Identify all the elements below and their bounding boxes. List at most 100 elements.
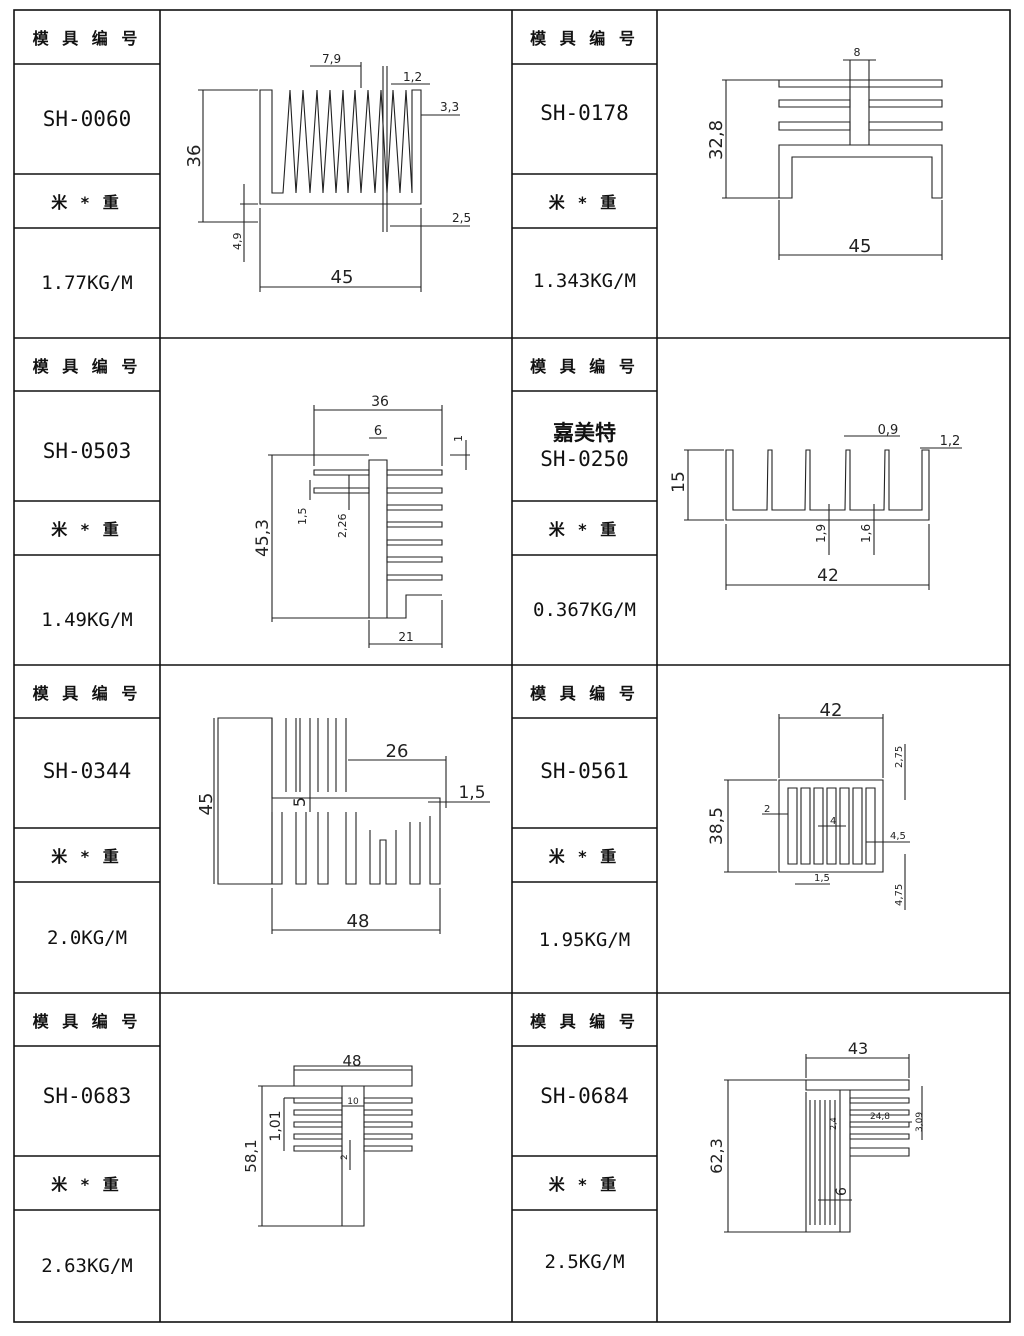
dim-width: 42 xyxy=(820,700,843,721)
dim-fin-gap: 4,5 xyxy=(890,831,906,842)
drawing-sh-0250 xyxy=(684,435,962,590)
product-code: SH-0344 xyxy=(42,758,132,783)
dim-stem: 6 xyxy=(834,1187,850,1196)
dimension-text: 43 62,3 24,8 3,09 2,4 6 xyxy=(707,1039,925,1196)
product-weight: 1.77KG/M xyxy=(41,272,133,294)
dim-fin-thick: 0,9 xyxy=(878,423,899,438)
dim-base-a: 1,9 xyxy=(814,524,828,543)
dim-height: 62,3 xyxy=(707,1138,726,1174)
weight-label: 米 * 重 xyxy=(548,520,621,539)
dim-inner: 26 xyxy=(386,741,409,762)
dim-height: 15 xyxy=(669,471,689,493)
dim-side-gap: 3,3 xyxy=(440,100,459,114)
mold-no-label: 模 具 编 号 xyxy=(32,29,142,48)
dim-width: 48 xyxy=(342,1052,361,1070)
dim-pitch: 1,01 xyxy=(268,1110,284,1141)
product-weight: 2.0KG/M xyxy=(46,926,128,949)
weight-label: 米 * 重 xyxy=(51,193,123,212)
dim-bottom: 4,75 xyxy=(894,884,905,906)
mold-no-label: 模 具 编 号 xyxy=(530,29,639,48)
weight-label: 米 * 重 xyxy=(51,520,123,539)
dim-slot: 4 xyxy=(830,816,836,827)
mold-no-label: 模 具 编 号 xyxy=(530,356,639,376)
brand-name: 嘉美特 xyxy=(552,420,616,445)
dim-top: 2,75 xyxy=(894,746,905,768)
dim-edge: 1,2 xyxy=(940,434,961,449)
product-weight: 2.5KG/M xyxy=(544,1251,625,1273)
dim-pitch: 2,26 xyxy=(336,514,349,539)
weight-label: 米 * 重 xyxy=(548,193,621,212)
weight-label: 米 * 重 xyxy=(51,1175,123,1194)
mold-no-label: 模 具 编 号 xyxy=(32,1011,142,1031)
dim-height: 36 xyxy=(184,145,205,168)
dim-width: 45 xyxy=(331,267,354,288)
dimension-text: 42 2,75 38,5 2 4 4,5 1,5 4,75 xyxy=(707,700,906,906)
dim-inner: 24,8 xyxy=(870,1112,890,1122)
dimension-text: 8 32,8 45 xyxy=(706,46,871,257)
drawing-sh-0060 xyxy=(198,62,470,292)
dim-pitch: 2,4 xyxy=(829,1117,838,1130)
dimension-text: 0,9 1,2 15 1,9 1,6 42 xyxy=(669,423,960,586)
drawing-sh-0178 xyxy=(722,59,943,260)
product-weight: 1.95KG/M xyxy=(538,928,631,951)
dim-width: 42 xyxy=(817,566,839,586)
mold-no-label: 模 具 编 号 xyxy=(32,356,142,376)
dimension-text: 45 36 7,9 1,2 3,3 2,5 4,9 xyxy=(184,52,471,288)
dim-top: 8 xyxy=(854,46,861,59)
dim-fin: 2 xyxy=(340,1154,350,1160)
dim-fin: 3,09 xyxy=(915,1112,925,1132)
dim-height: 38,5 xyxy=(707,807,727,845)
dim-gap: 10 xyxy=(347,1097,359,1107)
weight-label: 米 * 重 xyxy=(51,847,123,866)
dim-base-gap: 2,5 xyxy=(452,211,471,225)
dimension-text: 45 26 1,5 5 48 xyxy=(196,741,486,932)
dim-height: 58,1 xyxy=(242,1139,260,1172)
dim-fin: 1,5 xyxy=(814,873,830,884)
product-weight: 1.343KG/M xyxy=(533,270,636,292)
dim-gap: 5 xyxy=(290,797,309,807)
dim-width: 48 xyxy=(347,911,370,932)
mold-no-label: 模 具 编 号 xyxy=(530,1011,639,1031)
dim-top: 36 xyxy=(371,394,389,410)
mold-no-label: 模 具 编 号 xyxy=(32,683,142,703)
product-weight: 1.49KG/M xyxy=(41,609,133,631)
dim-bottom: 21 xyxy=(398,630,413,644)
mold-no-label: 模 具 编 号 xyxy=(530,683,639,703)
dim-tip: 1 xyxy=(452,435,465,442)
weight-label: 米 * 重 xyxy=(548,1175,621,1194)
weight-label: 米 * 重 xyxy=(548,847,621,866)
drawing-sh-0684 xyxy=(724,1054,923,1233)
dim-stem: 6 xyxy=(374,424,382,439)
product-code: SH-0178 xyxy=(540,100,629,125)
product-code: SH-0561 xyxy=(540,758,629,783)
dimension-text: 36 6 1 45,3 1,5 2,26 21 xyxy=(253,394,465,644)
dim-fin-thick: 1,2 xyxy=(403,70,422,84)
drawing-sh-0561 xyxy=(724,714,910,910)
dim-width: 45 xyxy=(849,236,872,257)
dim-height: 45,3 xyxy=(253,519,273,557)
dim-base-b: 1,6 xyxy=(859,524,873,543)
dimension-text: 48 58,1 1,01 10 2 xyxy=(242,1052,362,1173)
dim-wall: 2 xyxy=(764,804,770,815)
product-weight: 2.63KG/M xyxy=(41,1255,133,1277)
dim-base: 4,9 xyxy=(231,233,244,251)
drawing-sh-0683 xyxy=(258,1065,413,1227)
product-code: SH-0503 xyxy=(42,438,132,463)
product-code: SH-0060 xyxy=(42,106,132,131)
product-weight: 0.367KG/M xyxy=(533,599,636,621)
dim-fin: 1,5 xyxy=(296,508,309,526)
drawing-sh-0344 xyxy=(213,717,490,934)
product-code: SH-0250 xyxy=(540,447,629,471)
drawing-sh-0503 xyxy=(268,405,470,648)
dim-height: 32,8 xyxy=(706,120,727,160)
dim-fin-pitch: 7,9 xyxy=(322,52,341,66)
dim-lip: 1,5 xyxy=(458,783,485,803)
product-code: SH-0683 xyxy=(42,1083,132,1108)
dim-height: 45 xyxy=(196,793,217,816)
product-code: SH-0684 xyxy=(540,1083,629,1108)
dim-width: 43 xyxy=(848,1039,868,1058)
product-code-cell: 嘉美特 SH-0250 xyxy=(512,391,657,501)
